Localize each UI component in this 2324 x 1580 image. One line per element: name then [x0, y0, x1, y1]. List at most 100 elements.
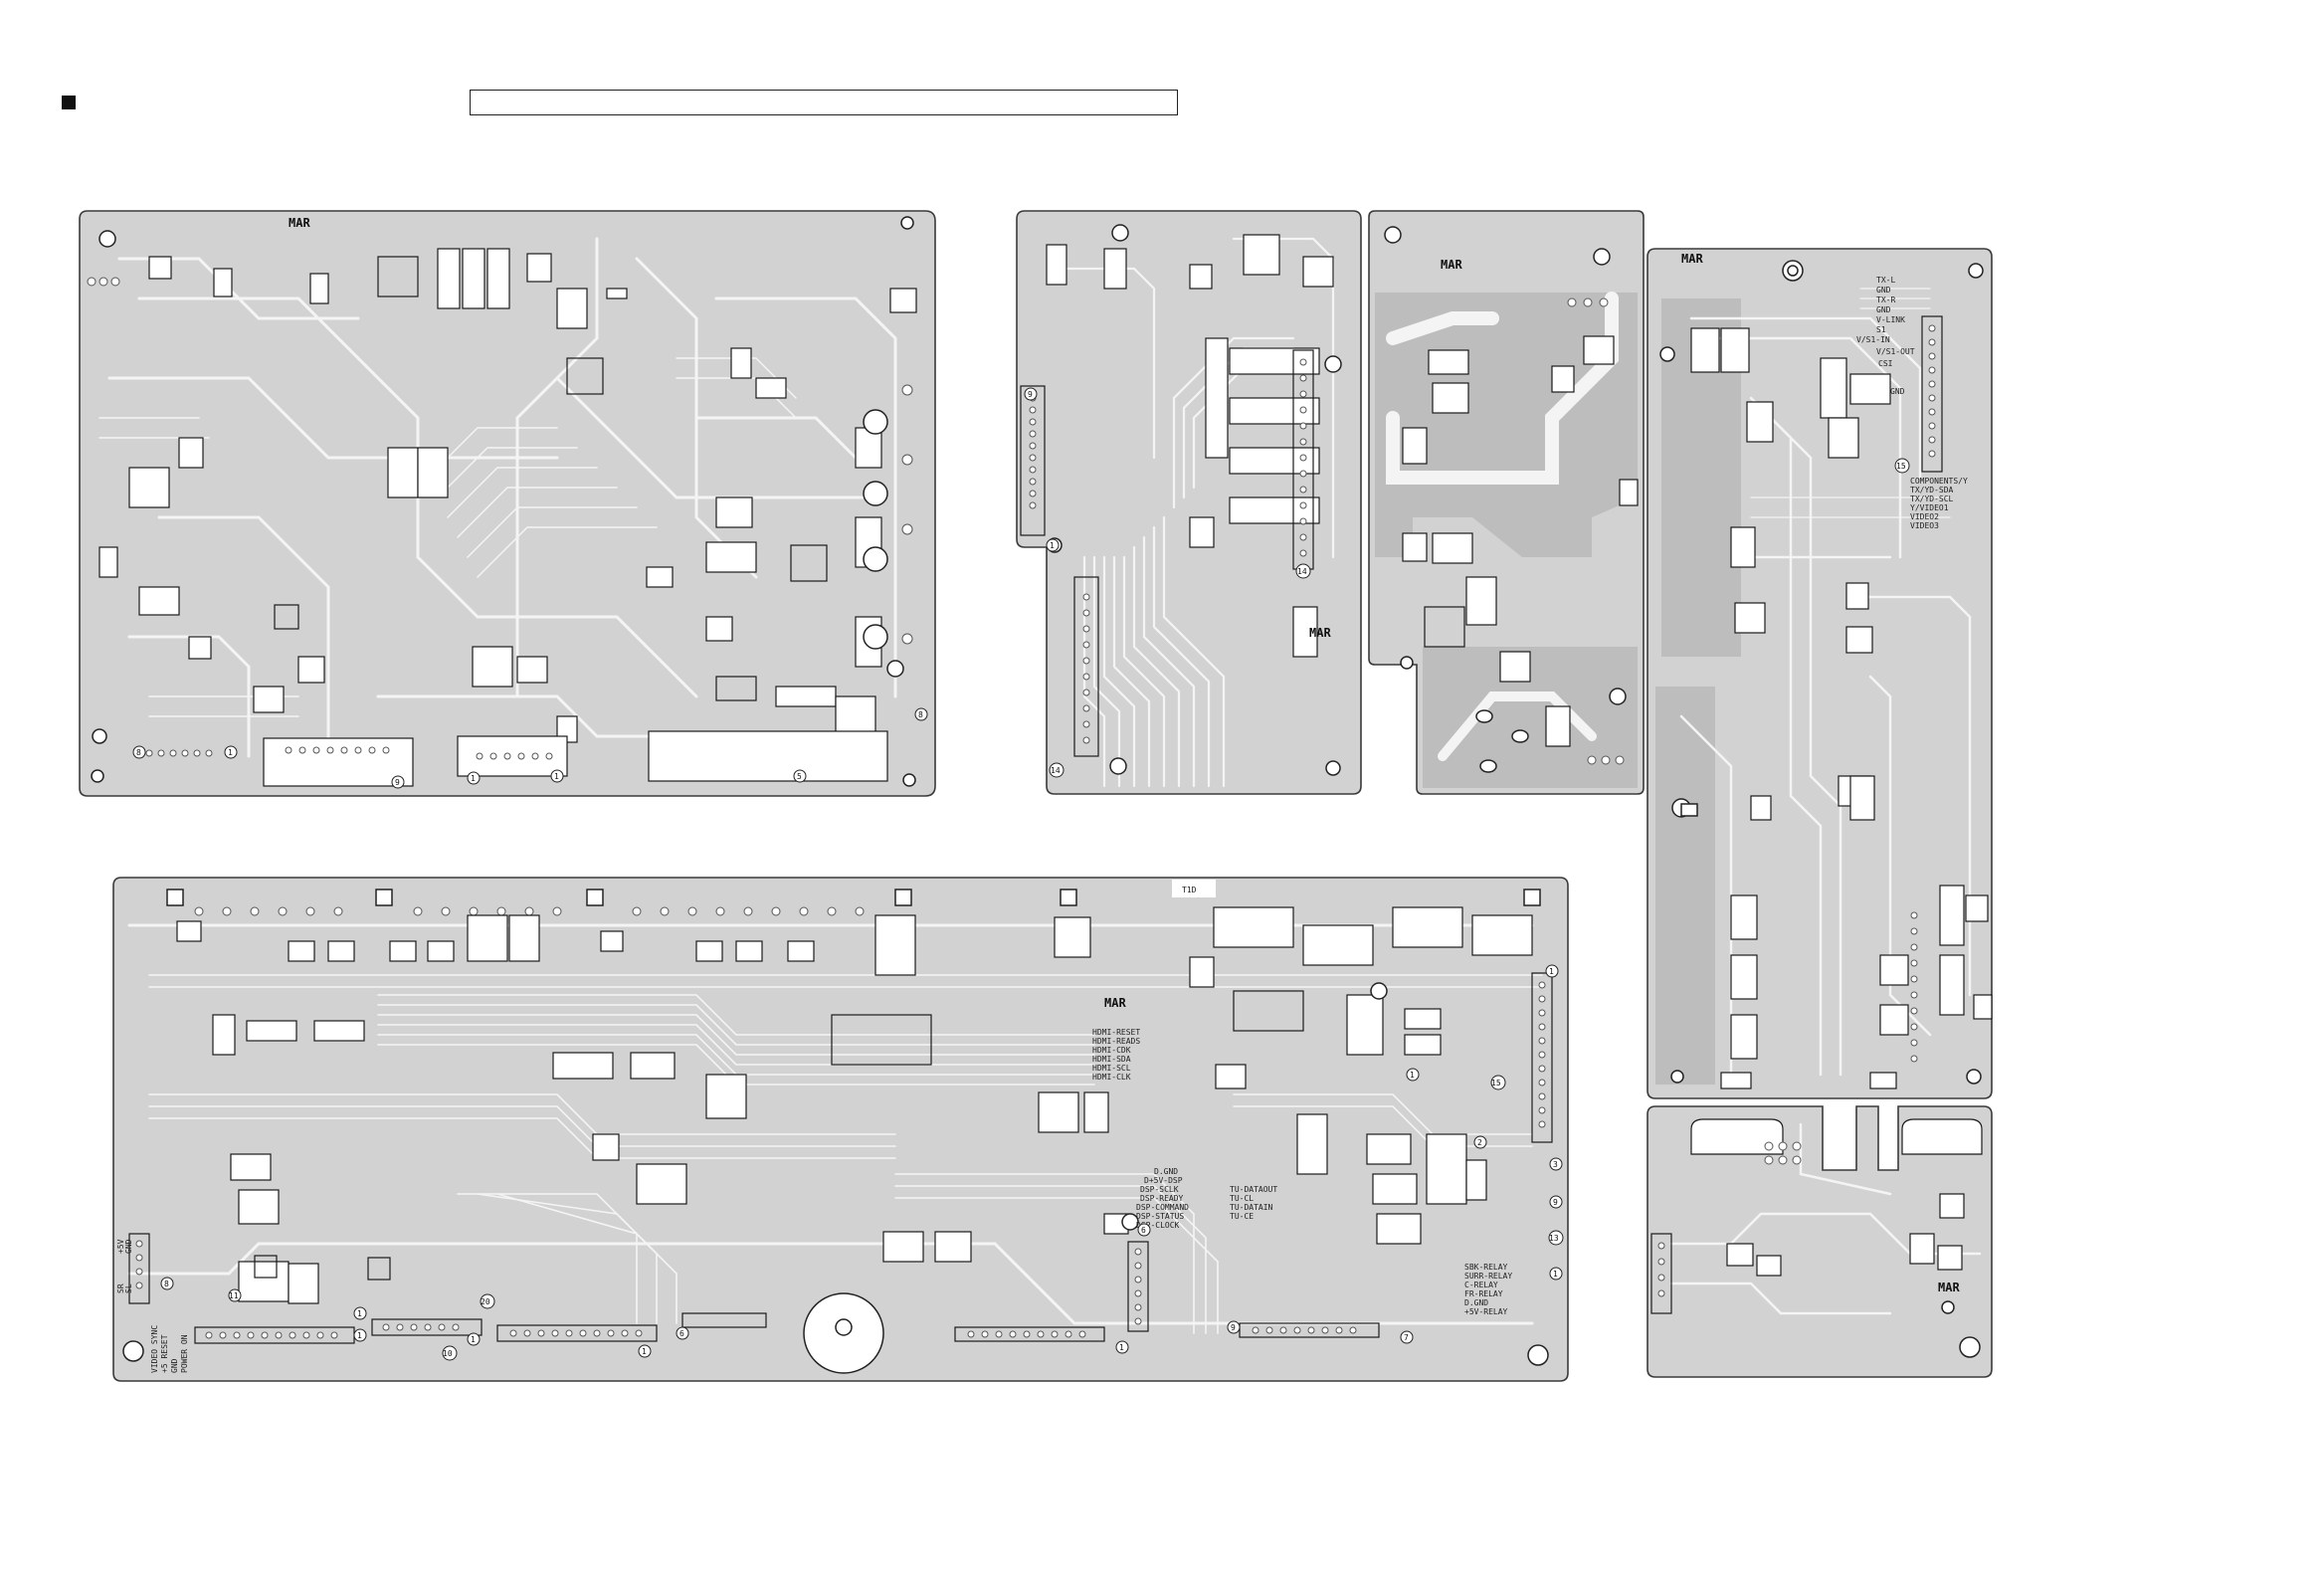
svg-text:C-RELAY: C-RELAY [1464, 1281, 1498, 1289]
svg-text:9: 9 [1231, 1323, 1236, 1332]
svg-text:+5 RESET: +5 RESET [160, 1334, 169, 1373]
relay-pin-labels: SBK-RELAY SURR-RELAY C-RELAY FR-RELAY D.… [1464, 1263, 1512, 1316]
left-pin-labels: VIDEO SYNC +5 RESET GND POWER ON [150, 1325, 189, 1373]
mar-mark: MAR [1681, 252, 1703, 266]
svg-text:CSI: CSI [1878, 359, 1893, 368]
svg-text:VIDEO SYNC: VIDEO SYNC [150, 1325, 159, 1373]
svg-text:1: 1 [357, 1309, 362, 1318]
svg-text:D.GND: D.GND [1154, 1167, 1178, 1176]
svg-text:6: 6 [679, 1329, 684, 1338]
svg-text:7: 7 [1404, 1333, 1409, 1342]
tuner-pin-labels: TU-DATAOUT TU-CL TU-DATAIN TU-CE [1230, 1185, 1277, 1221]
svg-text:14: 14 [1051, 766, 1061, 775]
svg-text:Y/VIDEO1: Y/VIDEO1 [1910, 503, 1949, 512]
svg-text:DSP-CLOCK: DSP-CLOCK [1136, 1221, 1180, 1230]
svg-text:POWER ON: POWER ON [180, 1334, 189, 1373]
page-header [0, 0, 2324, 129]
svg-text:TX-L: TX-L [1876, 276, 1895, 285]
svg-text:V/S1-IN: V/S1-IN [1856, 335, 1890, 344]
svg-text:SR: SR [116, 1284, 125, 1293]
mar-mark: MAR [1104, 996, 1126, 1010]
svg-text:DSP-READY: DSP-READY [1140, 1194, 1184, 1203]
svg-text:3: 3 [1553, 1160, 1558, 1169]
svg-text:GND: GND [1890, 387, 1905, 396]
board-label-t1d: T1D [1182, 886, 1197, 894]
svg-text:D+5V-DSP: D+5V-DSP [1144, 1176, 1183, 1185]
dsp-pin-labels: D.GND D+5V-DSP DSP-SCLK DSP-READY DSP-CO… [1136, 1167, 1189, 1230]
board-right-tall: MAR TX-L GND TX-R GND V-LINK S1 V/S1-IN … [1646, 248, 1993, 1099]
svg-text:9: 9 [395, 778, 400, 787]
svg-text:TX/YD-SDA: TX/YD-SDA [1910, 486, 1954, 494]
svg-text:FR-RELAY: FR-RELAY [1464, 1289, 1503, 1298]
svg-text:TU-CE: TU-CE [1230, 1212, 1254, 1221]
svg-text:GND: GND [1876, 286, 1891, 295]
svg-text:2: 2 [1477, 1138, 1482, 1147]
svg-text:1: 1 [1410, 1071, 1415, 1080]
svg-text:1: 1 [642, 1347, 647, 1356]
mar-mark: MAR [1938, 1281, 1960, 1294]
svg-text:GND: GND [170, 1358, 179, 1373]
mar-mark: MAR [1441, 258, 1462, 272]
svg-text:1: 1 [554, 772, 559, 781]
svg-text:HDMI-CLK: HDMI-CLK [1092, 1073, 1131, 1082]
board-power: MAR [1368, 210, 1645, 795]
board-bottom-main: MAR T1D HDMI-RESET HDMI-READS HDMI-CDK H… [112, 803, 1698, 1382]
svg-text:TX/YD-SCL: TX/YD-SCL [1910, 494, 1954, 503]
svg-text:1: 1 [357, 1331, 362, 1340]
svg-text:DSP-COMMAND: DSP-COMMAND [1136, 1203, 1189, 1212]
board-bottom-right: MAR [1646, 1105, 1993, 1378]
svg-text:SBK-RELAY: SBK-RELAY [1464, 1263, 1508, 1272]
svg-text:1: 1 [228, 748, 233, 757]
hdmi-pin-labels: HDMI-RESET HDMI-READS HDMI-CDK HDMI-SDA … [1092, 1028, 1140, 1082]
svg-text:VIDEO2: VIDEO2 [1910, 512, 1939, 521]
svg-text:DSP-STATUS: DSP-STATUS [1136, 1212, 1184, 1221]
svg-text:TU-DATAIN: TU-DATAIN [1230, 1203, 1273, 1212]
svg-text:+5V-RELAY: +5V-RELAY [1464, 1307, 1508, 1316]
svg-text:TU-DATAOUT: TU-DATAOUT [1230, 1185, 1277, 1194]
svg-text:1: 1 [1050, 541, 1055, 550]
svg-text:20: 20 [481, 1297, 490, 1306]
svg-text:15: 15 [1491, 1079, 1501, 1087]
mar-mark: MAR [289, 216, 310, 230]
section-bullet-icon [62, 96, 76, 109]
svg-text:9: 9 [1028, 390, 1033, 399]
board-main-top-left: MAR 1 9 1 1 8 5 8 [79, 210, 936, 797]
svg-text:HDMI-SCL: HDMI-SCL [1092, 1064, 1131, 1073]
svg-text:SURR-RELAY: SURR-RELAY [1464, 1272, 1512, 1281]
svg-text:V/S1-OUT: V/S1-OUT [1876, 347, 1915, 356]
svg-text:1: 1 [1553, 1270, 1558, 1279]
svg-text:+5V: +5V [116, 1239, 125, 1254]
svg-text:11: 11 [229, 1291, 239, 1300]
svg-text:1: 1 [1119, 1343, 1124, 1352]
svg-text:1: 1 [471, 1335, 476, 1344]
svg-text:DSP-SCLK: DSP-SCLK [1140, 1185, 1179, 1194]
svg-text:COMPONENTS/Y: COMPONENTS/Y [1910, 477, 1968, 486]
svg-text:5: 5 [797, 772, 802, 781]
svg-text:8: 8 [918, 710, 923, 719]
svg-text:10: 10 [443, 1349, 453, 1358]
svg-text:D.GND: D.GND [1464, 1298, 1488, 1307]
svg-text:6: 6 [1141, 1226, 1146, 1235]
svg-text:15: 15 [1896, 462, 1906, 471]
svg-text:TX-R: TX-R [1876, 296, 1895, 304]
svg-text:13: 13 [1549, 1234, 1559, 1243]
svg-text:1: 1 [1549, 967, 1554, 976]
svg-text:HDMI-RESET: HDMI-RESET [1092, 1028, 1140, 1037]
svg-text:1: 1 [471, 774, 476, 783]
svg-text:HDMI-SDA: HDMI-SDA [1092, 1055, 1131, 1064]
title-box [470, 90, 1178, 115]
svg-text:9: 9 [1553, 1198, 1558, 1207]
pin-label-column: TX-L GND TX-R GND V-LINK S1 V/S1-IN V/S1… [1856, 276, 1968, 530]
misc-pin-labels: +5V GND SR SL [116, 1239, 133, 1293]
svg-text:TU-CL: TU-CL [1230, 1194, 1254, 1203]
svg-text:HDMI-READS: HDMI-READS [1092, 1037, 1140, 1046]
svg-text:GND: GND [1876, 305, 1891, 314]
svg-text:8: 8 [164, 1280, 169, 1288]
svg-text:8: 8 [136, 748, 141, 757]
svg-text:VIDEO3: VIDEO3 [1910, 521, 1939, 530]
board-middle-left: MAR 9 1 14 14 [1016, 210, 1362, 795]
svg-text:SL: SL [124, 1284, 133, 1293]
mar-mark: MAR [1309, 626, 1331, 640]
connector-markers: 8 1 1 1 1 6 1 9 7 1 10 20 11 15 1 3 9 13… [160, 964, 1564, 1361]
